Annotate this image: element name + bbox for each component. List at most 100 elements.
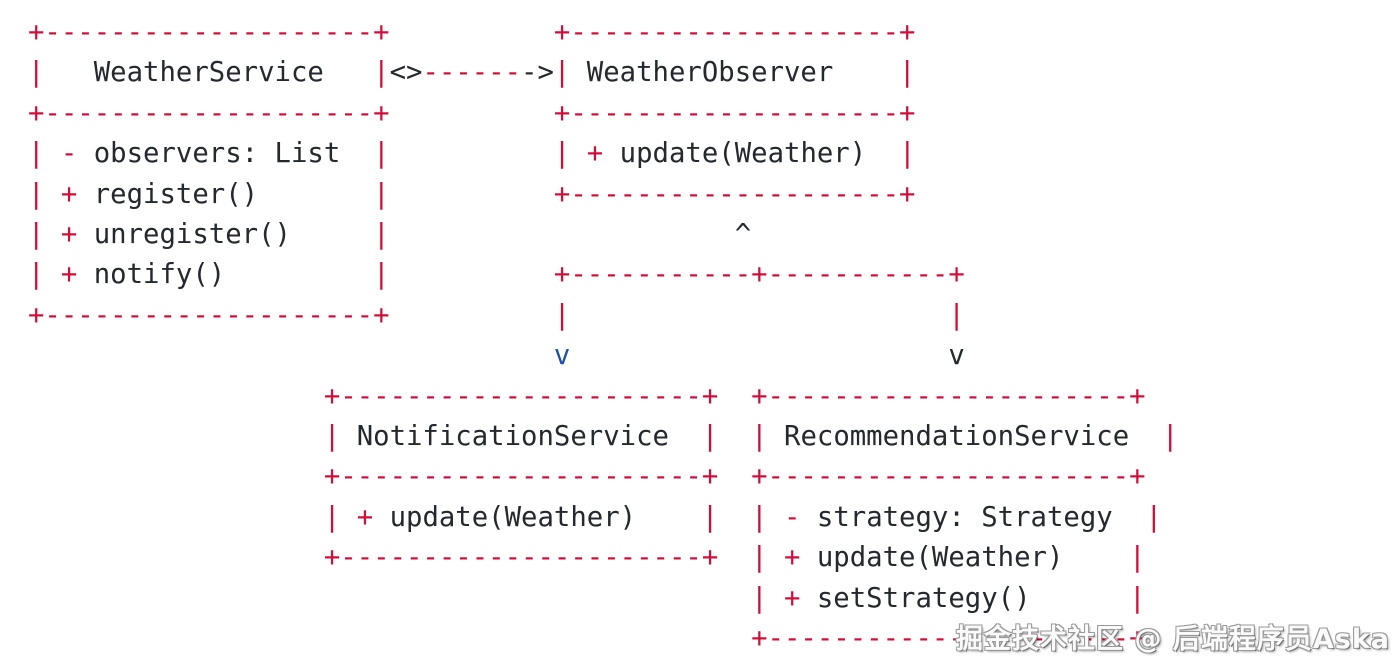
- diagram-segment-red: ------: [422, 57, 522, 89]
- diagram-segment-ink: update(Weather): [603, 138, 900, 170]
- diagram-segment-ink: strategy: Strategy: [800, 501, 1146, 533]
- diagram-segment-red: +----------------------+: [751, 461, 1146, 493]
- diagram-segment-ink: [28, 623, 751, 654]
- diagram-segment-ink: [28, 542, 324, 573]
- diagram-segment-red: +-----------+-----------+: [553, 259, 965, 291]
- diagram-segment-ink: [718, 381, 751, 412]
- diagram-segment-red: |: [1129, 542, 1146, 574]
- diagram-segment-red: | +: [28, 219, 78, 251]
- diagram-segment-ink: [390, 259, 554, 290]
- diagram-line: | - observers: List | | + update(Weather…: [28, 134, 1178, 174]
- diagram-segment-ink: [28, 381, 324, 412]
- diagram-segment-red: |: [701, 501, 719, 533]
- diagram-segment-ink: [28, 421, 324, 452]
- diagram-line: +--------------------+ | |: [28, 296, 1178, 336]
- diagram-segment-red: | +: [751, 582, 801, 614]
- diagram-segment-red: +----------------------+: [751, 623, 1146, 655]
- diagram-segment-ink: [570, 340, 948, 371]
- diagram-segment-red: +--------------------+: [553, 97, 916, 129]
- diagram-segment-red: +--------------------+: [28, 97, 390, 129]
- diagram-line: +----------------------+: [28, 619, 1178, 659]
- diagram-segment-ink: [390, 179, 554, 210]
- diagram-segment-ink: [390, 300, 554, 331]
- diagram-segment-ink: WeatherObserver: [570, 57, 900, 89]
- diagram-segment-ink: [390, 98, 554, 129]
- diagram-line: | NotificationService | | Recommendation…: [28, 417, 1179, 457]
- diagram-line: | + unregister() | ^: [28, 215, 1178, 255]
- diagram-segment-red: |: [373, 259, 390, 291]
- diagram-segment-red: |: [553, 299, 571, 331]
- diagram-segment-red: |: [1129, 582, 1146, 614]
- diagram-segment-red: |: [1145, 501, 1163, 533]
- diagram-segment-ink: [718, 542, 751, 573]
- diagram-segment-red: +----------------------+: [751, 380, 1146, 412]
- diagram-segment-red: |: [373, 57, 390, 89]
- diagram-segment-ink: update(Weather): [373, 501, 702, 533]
- diagram-segment-ink: [28, 461, 324, 492]
- diagram-line: +--------------------+ +----------------…: [28, 13, 1178, 53]
- diagram-segment-red: +----------------------+: [323, 461, 719, 493]
- diagram-line: | WeatherService |<>------->| WeatherObs…: [28, 53, 1178, 93]
- diagram-segment-ink: [390, 138, 554, 169]
- diagram-segment-ink: [718, 461, 751, 492]
- diagram-line: +--------------------+ +----------------…: [28, 94, 1178, 134]
- diagram-line: +----------------------+ +--------------…: [28, 377, 1178, 417]
- diagram-segment-red: +--------------------+: [28, 17, 390, 48]
- diagram-segment-blue: v: [553, 340, 571, 372]
- diagram-line: | + update(Weather) | | - strategy: Stra…: [28, 498, 1178, 538]
- diagram-line: | + notify() | +-----------+-----------+: [28, 255, 1178, 295]
- diagram-segment-red: | -: [751, 501, 801, 533]
- diagram-segment-ink: [28, 340, 554, 371]
- diagram-segment-ink: [718, 502, 751, 533]
- diagram-segment-red: | +: [28, 178, 78, 210]
- diagram-segment-ink: v: [948, 340, 965, 372]
- diagram-segment-ink: [390, 17, 554, 48]
- diagram-segment-ink: RecommendationService: [767, 421, 1162, 453]
- diagram-segment-ink: update(Weather): [800, 542, 1130, 574]
- diagram-segment-ink: [718, 421, 751, 452]
- diagram-segment-red: +----------------------+: [323, 542, 719, 574]
- diagram-segment-red: |: [373, 138, 390, 170]
- diagram-line: +----------------------+ +--------------…: [28, 457, 1178, 497]
- diagram-segment-ink: [28, 583, 751, 614]
- diagram-segment-ink: unregister(): [77, 219, 374, 251]
- diagram-segment-red: | -: [28, 138, 78, 170]
- diagram-segment-red: |: [28, 57, 45, 89]
- diagram-segment-ink: setStrategy(): [800, 582, 1130, 614]
- diagram-segment-red: |: [1162, 421, 1179, 453]
- diagram-segment-red: |: [553, 57, 571, 89]
- diagram-segment-red: |: [373, 219, 390, 251]
- diagram-segment-red: |: [751, 421, 768, 453]
- diagram-segment-red: | +: [751, 542, 801, 574]
- watermark: 掘金技术社区 @ 后端程序员Aska: [956, 624, 1390, 655]
- diagram-segment-ink: <>: [389, 57, 423, 89]
- diagram-segment-red: |: [701, 421, 719, 453]
- diagram-segment-ink: [390, 219, 735, 250]
- diagram-segment-ink: ->: [521, 57, 554, 89]
- diagram-segment-red: | +: [323, 501, 374, 533]
- diagram-segment-ink: ^: [734, 219, 752, 251]
- diagram-segment-red: | +: [553, 138, 604, 170]
- diagram-line: | + register() | +--------------------+: [28, 175, 1178, 215]
- diagram-segment-ink: notify(): [77, 259, 374, 291]
- diagram-segment-ink: [28, 502, 324, 533]
- diagram-segment-red: |: [948, 299, 965, 331]
- diagram-segment-ink: WeatherService: [44, 57, 374, 89]
- diagram-segment-red: | +: [28, 259, 78, 291]
- diagram-line: v v: [28, 336, 1178, 376]
- diagram-segment-red: +--------------------+: [553, 178, 916, 210]
- diagram-segment-ink: [570, 300, 948, 331]
- diagram-segment-red: |: [899, 138, 916, 170]
- diagram-line: +----------------------+ | + update(Weat…: [28, 538, 1178, 578]
- diagram-segment-red: +--------------------+: [553, 17, 916, 48]
- diagram-segment-red: |: [899, 57, 916, 89]
- diagram-segment-ink: NotificationService: [340, 421, 702, 453]
- diagram-segment-ink: register(): [77, 178, 374, 210]
- diagram-line: | + setStrategy() |: [28, 579, 1178, 619]
- diagram-segment-red: +----------------------+: [323, 380, 719, 412]
- diagram-segment-red: +--------------------+: [28, 299, 390, 331]
- ascii-class-diagram: +--------------------+ +----------------…: [28, 13, 1178, 660]
- diagram-segment-red: |: [323, 421, 341, 453]
- diagram-segment-ink: observers: List: [77, 138, 374, 170]
